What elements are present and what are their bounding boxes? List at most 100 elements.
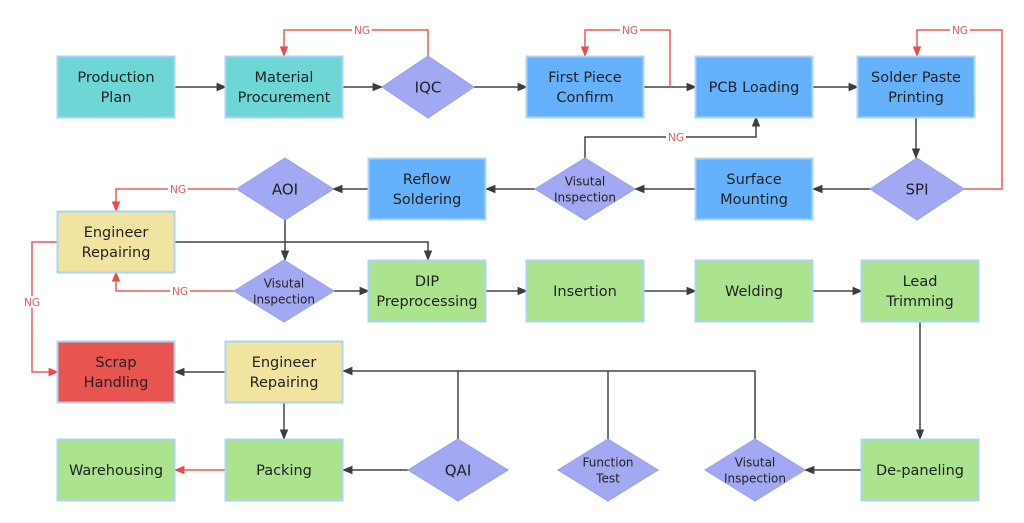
node-label: Printing [888, 90, 944, 106]
decision-diamond [381, 55, 475, 119]
ng-label-bg [22, 296, 42, 308]
edge-engineer-repairing-1-to-dip-preprocessing [175, 241, 433, 262]
ng-label: NG [622, 25, 638, 37]
decision-diamond [407, 438, 509, 502]
ng-label-bg [620, 24, 640, 36]
node-label: Test [595, 472, 620, 486]
node-de-paneling[interactable]: De-paneling [860, 438, 980, 502]
decision-diamond [869, 157, 965, 221]
node-label: Plan [101, 90, 132, 106]
node-label: Visutal [264, 277, 305, 291]
node-iqc[interactable]: IQC [381, 55, 475, 119]
process-box [525, 55, 645, 119]
edge-spi-to-solder-paste-printing [912, 29, 1003, 190]
ng-label: NG [952, 25, 968, 37]
node-label: Welding [725, 284, 783, 300]
node-warehousing[interactable]: Warehousing [56, 438, 176, 502]
process-box [367, 259, 487, 323]
node-label: Inspection [554, 191, 616, 205]
process-box [56, 55, 176, 119]
node-aoi[interactable]: AOI [235, 157, 335, 221]
process-box [224, 55, 344, 119]
node-label: Preprocessing [376, 294, 477, 310]
node-label: Procurement [238, 90, 331, 106]
node-label: AOI [272, 181, 298, 199]
node-label: Soldering [393, 192, 462, 208]
ng-label-bg [352, 24, 372, 36]
node-label: Lead [903, 274, 938, 290]
node-label: Handling [84, 375, 149, 391]
node-label: Mounting [720, 192, 788, 208]
process-box [856, 55, 976, 119]
decision-diamond [534, 157, 636, 221]
edge-visual-inspection-2-to-engineer-repairing-1 [111, 270, 234, 292]
process-box [525, 259, 645, 323]
process-box [56, 210, 176, 274]
process-box [694, 157, 814, 221]
node-pcb-loading[interactable]: PCB Loading [694, 55, 814, 119]
ng-label-bg [666, 131, 686, 143]
node-insertion[interactable]: Insertion [525, 259, 645, 323]
node-welding[interactable]: Welding [694, 259, 814, 323]
ng-label-bg [168, 183, 188, 195]
node-label: Visutal [565, 175, 606, 189]
node-label: Scrap [95, 355, 136, 371]
node-label: PCB Loading [709, 80, 800, 96]
process-box [224, 340, 344, 404]
process-box [224, 438, 344, 502]
node-label: Warehousing [69, 463, 163, 479]
node-label: Material [255, 70, 314, 86]
node-label: Repairing [250, 375, 319, 391]
process-box [860, 438, 980, 502]
edge-aoi-to-engineer-repairing-1 [111, 188, 236, 213]
ng-label: NG [354, 25, 370, 37]
node-label: Inspection [724, 472, 786, 486]
decision-diamond [233, 259, 335, 323]
node-spi[interactable]: SPI [869, 157, 965, 221]
node-qai[interactable]: QAI [407, 438, 509, 502]
node-packing[interactable]: Packing [224, 438, 344, 502]
node-label: First Piece [548, 70, 621, 86]
process-box [367, 157, 487, 221]
decision-diamond [235, 157, 335, 221]
node-label: Reflow [403, 172, 451, 188]
process-box [56, 340, 176, 404]
node-label: De-paneling [876, 463, 964, 479]
node-label: IQC [415, 79, 442, 97]
process-box [56, 438, 176, 502]
node-label: Inspection [253, 293, 315, 307]
node-label: Confirm [556, 90, 613, 106]
ng-label-bg [170, 285, 190, 297]
node-label: SPI [906, 181, 929, 199]
node-label: Repairing [82, 245, 151, 261]
process-box [860, 259, 980, 323]
edge-visual-inspection-3-to-function-test [341, 366, 756, 439]
node-label: Trimming [885, 294, 953, 310]
node-label: Visutal [735, 456, 776, 470]
node-label: Surface [726, 172, 781, 188]
process-box [694, 55, 814, 119]
ng-label: NG [24, 297, 40, 309]
node-label: Engineer [84, 225, 149, 241]
ng-label-bg [950, 24, 970, 36]
node-label: Engineer [252, 355, 317, 371]
ng-label: NG [172, 286, 188, 298]
node-label: Production [77, 70, 154, 86]
